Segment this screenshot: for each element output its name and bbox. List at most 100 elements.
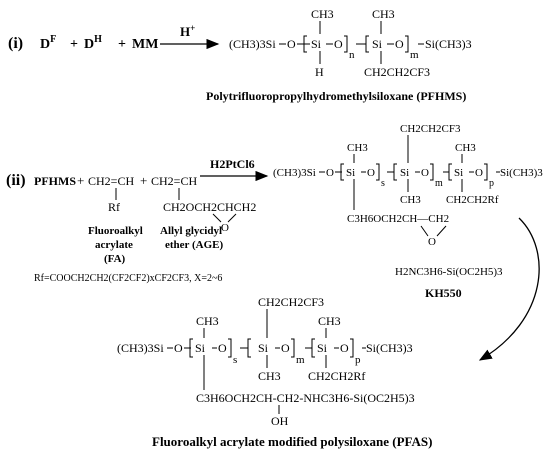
methyl-group: CH3 [196,314,219,328]
repeat-bracket [189,338,193,358]
repeat-bracket [228,338,232,358]
repeat-bracket [291,338,295,358]
repeat-bracket [484,163,488,181]
epoxide-bond [227,213,237,223]
rf-ethyl-chain: CH2CH2Rf [308,369,365,383]
hydride: H [315,65,324,79]
silicon-atom: Si [346,167,355,179]
silicon-atom: Si [195,341,206,355]
silicon-atom: Si [454,167,463,179]
step-i: (i) DF + DH + MM H+ (CH3)3Si O CH3 Si H … [8,7,472,103]
age-label: Allyl glycidyl [160,225,222,237]
repeat-bracket [405,35,409,53]
rf-group: Rf [108,200,120,214]
oxygen-atom: O [287,37,296,51]
step-ii: (ii) PFHMS + CH2=CH Rf + CH2=CH CH2OCH2C… [6,123,543,361]
methyl-group: CH3 [258,369,281,383]
age-label: ether (AGE) [165,239,223,251]
subscript-p: p [489,178,494,189]
step-i-label: (i) [8,35,23,52]
oxygen-atom: O [334,37,343,51]
platinum-catalyst: H2PtCl6 [210,157,255,171]
methyl-group: CH3 [455,142,476,154]
step-ii-label: (ii) [6,172,26,189]
epoxide-oxygen: O [428,236,436,248]
plus-sign: + [140,173,147,188]
silicon-atom: Si [317,341,328,355]
subscript-m: m [435,178,443,189]
oxygen-atom: O [340,341,349,355]
end-group-right: Si(CH3)3 [366,341,413,355]
subscript-p: p [355,354,361,366]
silicon-atom: Si [258,341,269,355]
oxygen-atom: O [421,167,429,179]
age-glycidyl-chain: CH2OCH2CHCH2 [163,200,256,214]
trifluoropropyl-chain: CH2CH2CF3 [400,123,461,135]
oxygen-atom: O [367,167,375,179]
subscript-s: s [381,178,385,189]
repeat-bracket [311,338,315,358]
reactant-mm: MM [132,37,158,52]
plus-sign: + [77,173,84,188]
kh550-formula: H2NC3H6-Si(OC2H5)3 [395,266,503,278]
end-group-left: (CH3)3Si [117,341,164,355]
repeat-bracket [430,163,434,181]
subscript-m: m [296,354,305,366]
end-group-right: Si(CH3)3 [500,167,543,179]
subscript-s: s [233,354,237,366]
epoxide-bond [436,225,447,237]
fa-label: (FA) [104,253,126,265]
plus-sign: + [118,37,126,52]
methyl-group: CH3 [372,7,395,21]
plus-sign: + [70,37,78,52]
product-name-pfhms: Polytrifluoropropylhydromethylsiloxane (… [206,89,466,103]
kh550-label: KH550 [425,286,462,300]
end-group-right: Si(CH3)3 [425,37,472,51]
epoxide-oxygen: O [221,222,229,234]
glycidyl-side-chain: C3H6OCH2CH—CH2 [347,213,449,225]
trifluoropropyl-chain: CH2CH2CF3 [258,295,324,309]
aminosilane-side-chain: C3H6OCH2CH-CH2-NHC3H6-Si(OC2H5)3 [196,391,415,405]
subscript-n: n [349,49,355,61]
subscript-m: m [410,49,419,61]
oxygen-atom: O [174,341,183,355]
epoxide-bond [420,225,429,237]
silicon-atom: Si [311,37,322,51]
reactant-d4h: DH [84,34,102,52]
repeat-bracket [247,338,251,358]
reactant-d3f: DF [40,34,56,52]
fa-vinyl: CH2=CH [88,174,134,188]
product-name-pfas: Fluoroalkyl acrylate modified polysiloxa… [152,434,432,449]
repeat-bracket [303,35,307,53]
silicon-atom: Si [400,167,409,179]
fa-label: acrylate [95,239,133,251]
repeat-bracket [365,35,369,53]
oxygen-atom: O [475,167,483,179]
methyl-group: CH3 [347,142,368,154]
repeat-bracket [448,163,452,181]
repeat-bracket [340,163,344,181]
repeat-bracket [393,163,397,181]
fa-label: Fluoroalkyl [88,225,143,237]
methyl-group: CH3 [318,314,341,328]
step-pfas: (CH3)3Si O CH3 Si O s CH2CH2CF3 Si CH3 O… [117,295,432,449]
acid-catalyst: H+ [180,23,195,39]
rf-ethyl-chain: CH2CH2Rf [446,194,499,206]
rf-definition: Rf=COOCH2CH2(CF2CF2)xCF2CF3, X=2~6 [34,273,222,284]
hydroxyl-group: OH [271,414,289,428]
methyl-group: CH3 [311,7,334,21]
oxygen-atom: O [281,341,290,355]
methyl-group: CH3 [400,194,421,206]
silicon-atom: Si [372,37,383,51]
oxygen-atom: O [395,37,404,51]
repeat-bracket [344,35,348,53]
end-group-left: (CH3)3Si [273,167,316,179]
end-group-left: (CH3)3Si [229,37,276,51]
curved-arrow [478,217,540,361]
age-vinyl: CH2=CH [151,174,197,188]
trifluoropropyl-chain: CH2CH2CF3 [364,65,430,79]
repeat-bracket [376,163,380,181]
oxygen-atom: O [218,341,227,355]
epoxide-bond [212,213,222,223]
